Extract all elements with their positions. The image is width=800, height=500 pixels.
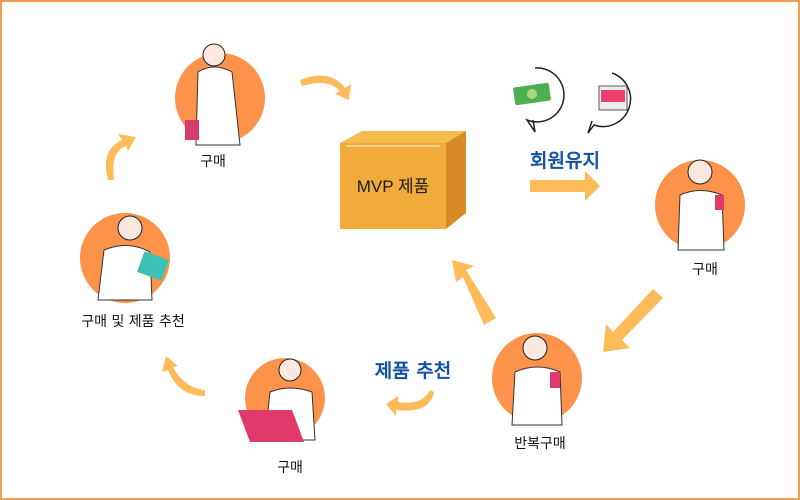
curved-arrow-bottom-icon bbox=[386, 390, 434, 416]
curved-arrow-upper-left-icon bbox=[105, 134, 136, 180]
arrow-down-left-icon bbox=[603, 289, 663, 352]
person-bottom-illustration bbox=[238, 358, 325, 442]
mvp-product-label: MVP 제품 bbox=[356, 177, 430, 196]
node-label-right: 구매 bbox=[692, 262, 718, 278]
person-right-illustration bbox=[655, 159, 745, 251]
curved-arrow-top-icon bbox=[300, 75, 351, 100]
person-bottom-right-illustration bbox=[492, 333, 582, 426]
recommend-label: 제품 추천 bbox=[374, 360, 452, 382]
node-label-bottom-right: 반복구매 bbox=[514, 436, 566, 452]
money-bubble-icon bbox=[513, 67, 565, 133]
video-player-bubble-icon bbox=[587, 72, 632, 134]
curved-arrow-lower-left-icon bbox=[162, 356, 205, 396]
retention-label: 회원유지 bbox=[530, 150, 600, 172]
node-label-left: 구매 및 제품 추천 bbox=[81, 314, 185, 330]
node-label-top: 구매 bbox=[200, 154, 226, 170]
arrow-up-left-icon bbox=[452, 260, 496, 325]
arrow-right-icon bbox=[530, 171, 600, 201]
person-top-illustration bbox=[175, 43, 265, 146]
person-left-illustration bbox=[80, 213, 170, 303]
mvp-box bbox=[340, 131, 466, 229]
node-label-bottom: 구매 bbox=[277, 460, 303, 476]
